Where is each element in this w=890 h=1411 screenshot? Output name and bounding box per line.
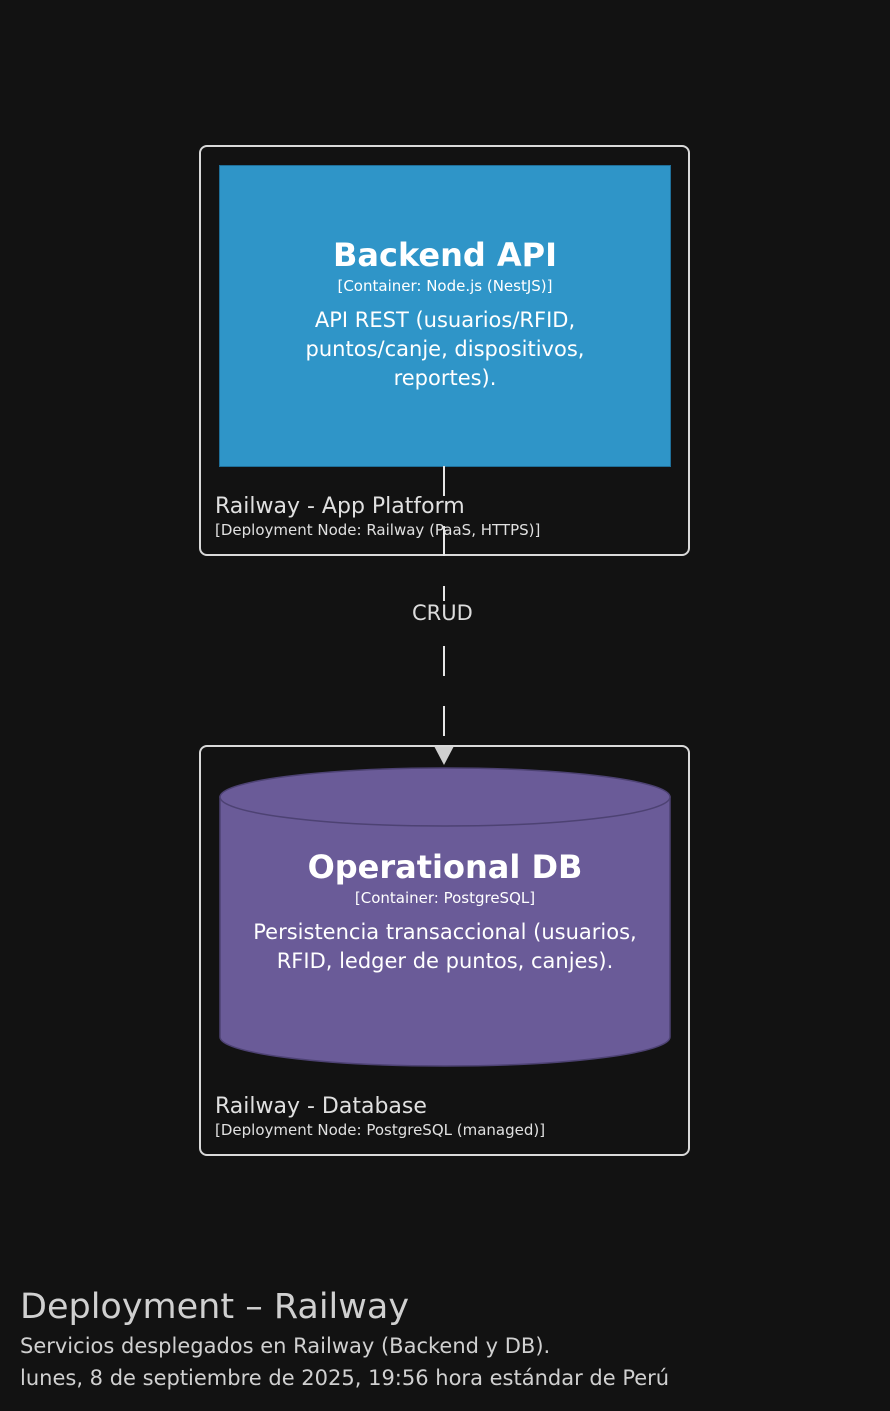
backend-api-tech: [Container: Node.js (NestJS)] — [337, 277, 553, 295]
app-platform-label: Railway - App Platform [Deployment Node:… — [215, 494, 540, 539]
app-platform-tech: [Deployment Node: Railway (PaaS, HTTPS)] — [215, 521, 541, 539]
deployment-node-database: Operational DB [Container: PostgreSQL] P… — [199, 745, 690, 1156]
app-platform-name: Railway - App Platform — [215, 494, 465, 519]
crud-label: CRUD — [408, 601, 477, 625]
database-label: Railway - Database [Deployment Node: Pos… — [215, 1094, 545, 1139]
operational-db-text: Operational DB [Container: PostgreSQL] P… — [220, 848, 670, 976]
container-backend-api[interactable]: Backend API [Container: Node.js (NestJS)… — [219, 165, 671, 467]
operational-db-title: Operational DB — [307, 848, 583, 886]
cylinder-top — [219, 767, 671, 827]
backend-api-title: Backend API — [332, 236, 558, 274]
crud-arrowhead — [434, 746, 454, 765]
deployment-node-app-platform: Backend API [Container: Node.js (NestJS)… — [199, 145, 690, 556]
operational-db-tech: [Container: PostgreSQL] — [354, 889, 536, 907]
diagram-title: Deployment – Railway — [20, 1287, 410, 1327]
diagram-timestamp: lunes, 8 de septiembre de 2025, 19:56 ho… — [20, 1366, 670, 1390]
database-cylinder[interactable] — [201, 747, 692, 1077]
cylinder-body — [219, 796, 671, 1067]
database-node-name: Railway - Database — [215, 1094, 427, 1119]
database-node-tech: [Deployment Node: PostgreSQL (managed)] — [215, 1121, 546, 1139]
operational-db-description: Persistencia transaccional (usuarios, RF… — [253, 920, 637, 973]
diagram-footer: Deployment – Railway Servicios desplegad… — [20, 1284, 669, 1394]
diagram-description: Servicios desplegados en Railway (Backen… — [20, 1334, 551, 1358]
backend-api-description: API REST (usuarios/RFID, puntos/canje, d… — [305, 308, 585, 390]
